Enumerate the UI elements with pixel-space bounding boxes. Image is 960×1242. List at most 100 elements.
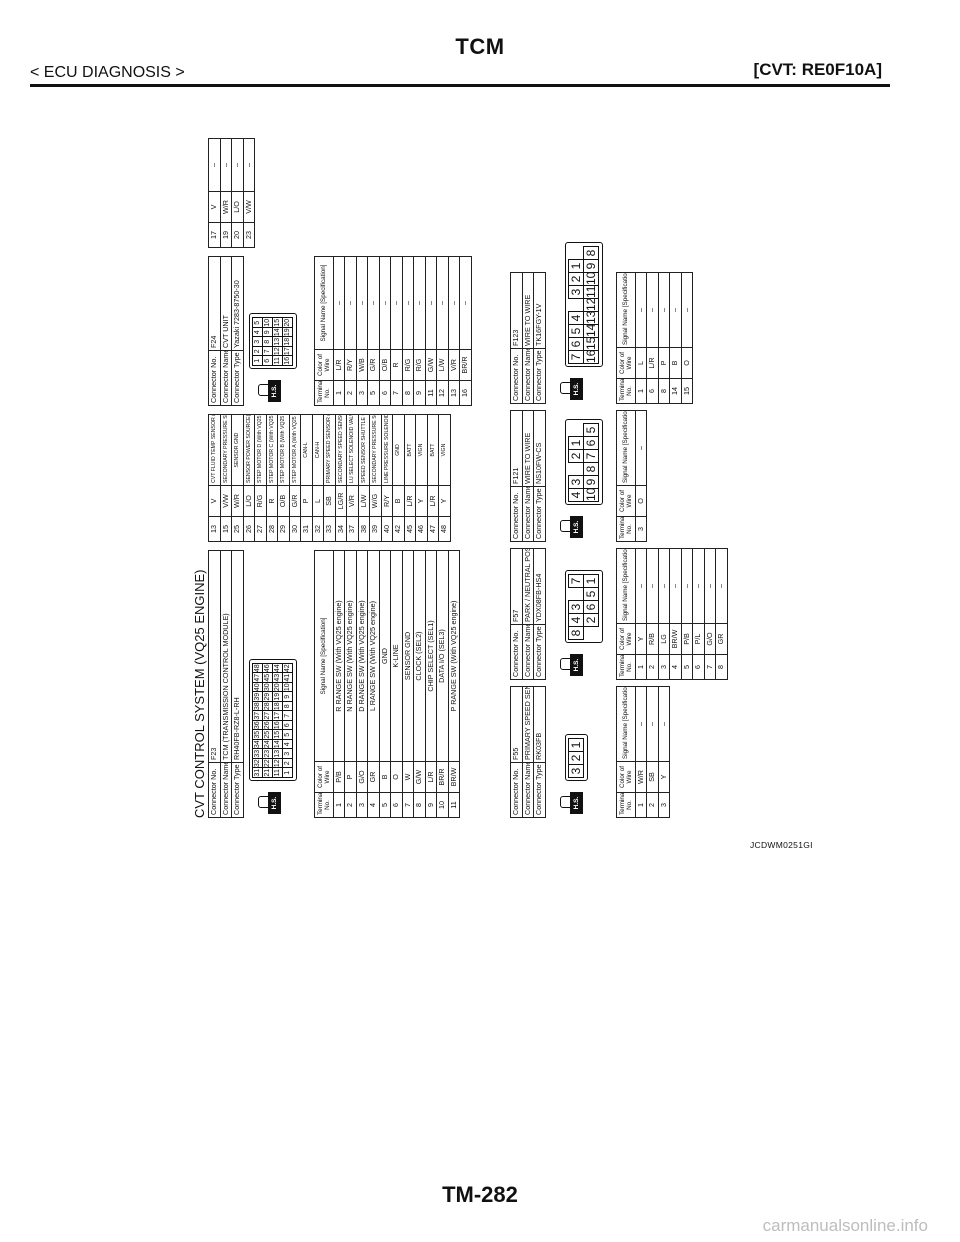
terminal-cell: 6: [646, 378, 658, 404]
pin-cell: 8: [582, 246, 599, 260]
wire-color-cell: V/R: [448, 349, 460, 381]
signal-cell: PRIMARY SPEED SENSOR (With VQ25 engine): [323, 414, 335, 486]
signal-cell: –: [243, 138, 255, 192]
terminal-cell: 37: [346, 516, 358, 542]
signal-cell: –: [231, 138, 243, 192]
info-label: Connector Name: [522, 624, 534, 680]
pin-cell: 8: [281, 701, 293, 712]
terminal-cell: 15: [681, 378, 693, 404]
terminal-cell: 11: [448, 792, 460, 818]
terminal-cell: 31: [300, 516, 312, 542]
diagram-sheet: CVT CONTROL SYSTEM (VQ25 ENGINE) Connect…: [192, 118, 802, 818]
signal-cell: –: [635, 272, 647, 348]
signal-cell: –: [692, 548, 704, 624]
wire-color-cell: W/R: [231, 485, 243, 517]
terminal-cell: 29: [277, 516, 289, 542]
signal-cell: –: [448, 256, 460, 350]
pin-cell: 20: [281, 317, 293, 328]
wire-color-cell: G/W: [413, 761, 425, 793]
terminal-cell: 34: [335, 516, 347, 542]
signal-cell: –: [379, 256, 391, 350]
color-header: Color of Wire: [616, 623, 635, 655]
signal-cell: L RANGE SW (With VQ25 engine): [367, 550, 379, 762]
wire-color-cell: L/R: [333, 349, 345, 381]
info-value: CVT UNIT: [220, 256, 232, 351]
wire-color-cell: Y: [658, 761, 670, 793]
signal-cell: LU SELECT SOLENOID VALVE (With VQ25 engi…: [346, 414, 358, 486]
terminal-cell: 27: [254, 516, 266, 542]
signal-cell: SECONDARY PRESSURE SOLENOID VALVE (With …: [369, 414, 381, 486]
wire-color-cell: V: [208, 191, 220, 223]
sheet-title: CVT CONTROL SYSTEM (VQ25 ENGINE): [192, 569, 207, 819]
signal-cell: –: [459, 256, 471, 350]
terminal-header: Terminal No.: [616, 792, 635, 818]
signal-cell: –: [344, 256, 356, 350]
terminal-cell: 3: [658, 654, 670, 680]
table-row: 38L/WSPEED SENSOR SHUTTLE CUTOFF SOLENOI…: [358, 414, 370, 542]
terminal-cell: 12: [436, 380, 448, 406]
wire-color-cell: GR: [715, 623, 727, 655]
info-value: WIRE TO WIRE: [522, 272, 534, 349]
terminal-header: Terminal No.: [314, 380, 333, 406]
terminal-cell: 2: [646, 654, 658, 680]
terminal-cell: 4: [367, 792, 379, 818]
signal-cell: N RANGE SW (With VQ25 engine): [344, 550, 356, 762]
terminal-header: Terminal No.: [616, 654, 635, 680]
info-row: Connector No.F24: [208, 256, 220, 406]
pin-cell: 2: [582, 613, 599, 627]
pin-cell: 1: [567, 738, 584, 752]
pin-cell: 14: [582, 323, 599, 338]
wire-color-cell: G/R: [289, 485, 301, 517]
info-label: Connector Type: [231, 762, 243, 818]
info-value: PRIMARY SPEED SENSOR: [522, 686, 534, 763]
terminal-cell: 1: [635, 378, 647, 404]
info-row: Connector No.F121: [510, 410, 522, 542]
figure-code: JCDWM0251GI: [750, 840, 813, 850]
page-number: TM-282: [442, 1182, 518, 1207]
pin-cell: 1: [567, 436, 584, 450]
info-label: Connector Type: [231, 350, 243, 406]
signal-cell: –: [635, 410, 647, 486]
wire-color-cell: BR/W: [448, 761, 460, 793]
signal-cell: LINE PRESSURE SOLENOID VALVE (With VQ25 …: [381, 414, 393, 486]
hs-badge: H.S.: [569, 654, 583, 676]
terminal-cell: 47: [427, 516, 439, 542]
pin-cell: 16: [281, 355, 293, 366]
terminal-cell: 16: [459, 380, 471, 406]
signal-cell: –: [635, 686, 647, 762]
pin-cell: 8: [582, 462, 599, 476]
wire-color-cell: O/B: [277, 485, 289, 517]
pin-cell: 6: [582, 600, 599, 614]
harness-side-icon: H.S.: [257, 380, 284, 402]
signal-header: Signal Name [Specification]: [314, 550, 333, 762]
info-value: F57: [510, 548, 522, 625]
pin-cell: 10: [582, 271, 599, 286]
